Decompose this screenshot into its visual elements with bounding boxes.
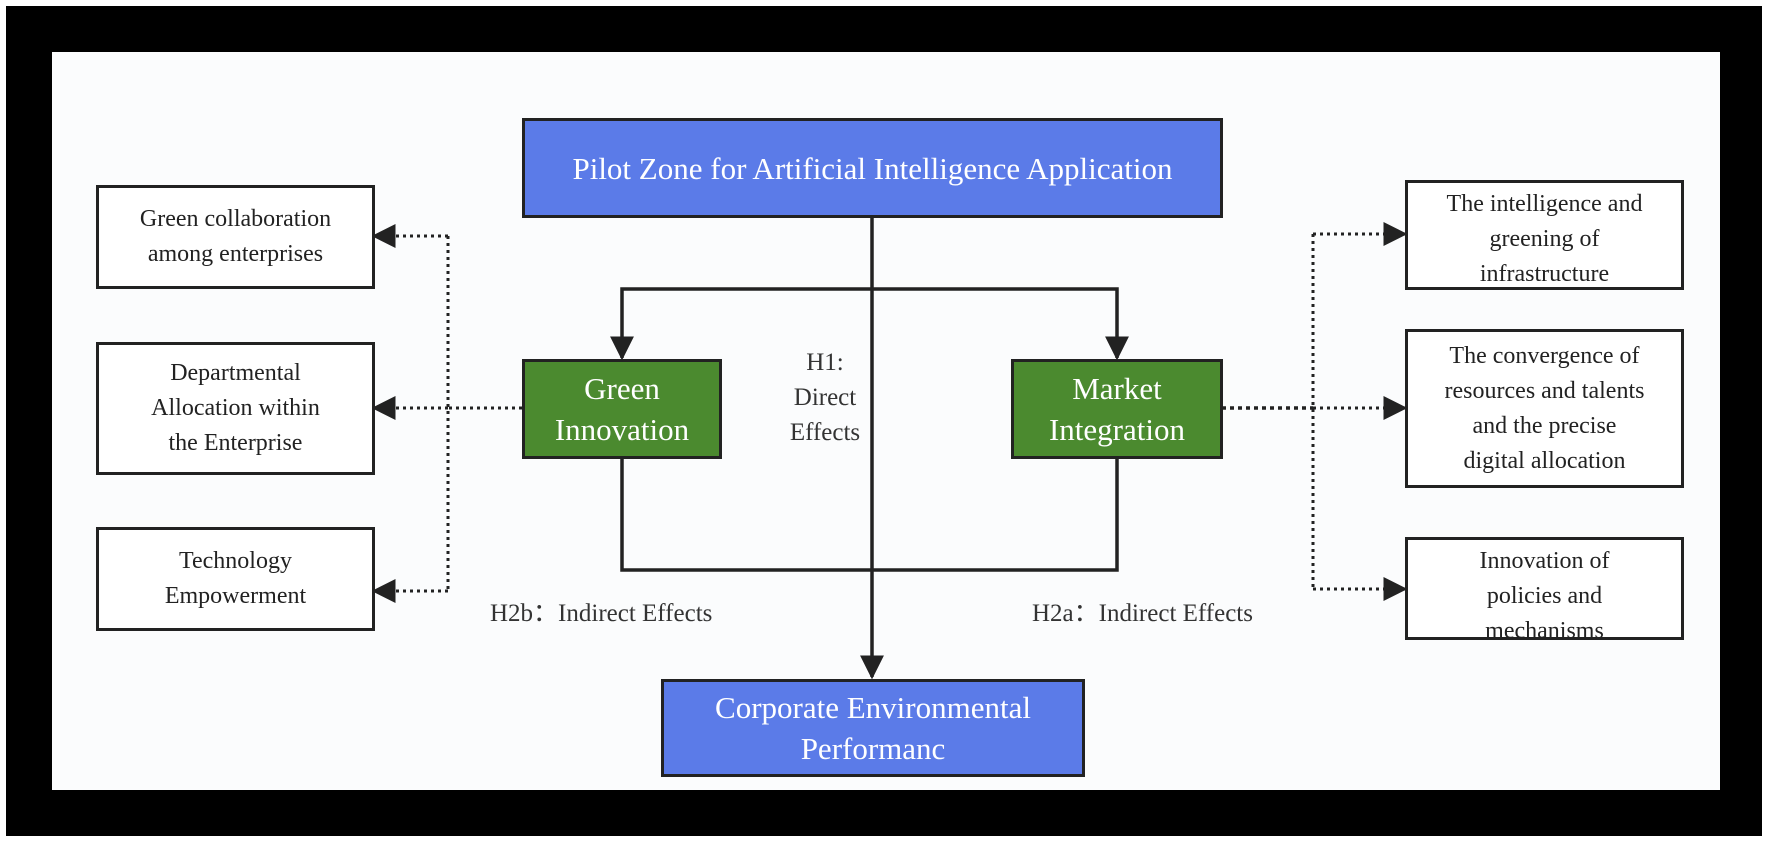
branch-to-green-innovation	[610, 287, 872, 361]
right-channel-infrastructure: The intelligence and greening of infrast…	[1405, 180, 1684, 290]
right-channel-resources-talents: The convergence of resources and talents…	[1405, 329, 1684, 488]
green-innovation-node: Green Innovation	[522, 359, 722, 459]
pilot-zone-node: Pilot Zone for Artificial Intelligence A…	[522, 118, 1223, 218]
left-channel-departmental-allocation: Departmental Allocation within the Enter…	[96, 342, 375, 475]
right-channel-policies-mechanisms: Innovation of policies and mechanisms	[1405, 537, 1684, 640]
left-channel-technology-empowerment: Technology Empowerment	[96, 527, 375, 631]
h1-direct-effects-label: H1: Direct Effects	[789, 349, 861, 446]
environmental-performance-node: Corporate Environmental Performanc	[661, 679, 1085, 777]
branch-to-market-integration	[872, 287, 1129, 361]
market-integration-node: Market Integration	[1011, 359, 1223, 459]
h2a-indirect-effects-label: H2a：Indirect Effects	[1032, 600, 1253, 627]
left-channel-green-collaboration: Green collaboration among enterprises	[96, 185, 375, 289]
mediators-join-line	[620, 459, 1119, 572]
h2b-indirect-effects-label: H2b：Indirect Effects	[490, 600, 713, 627]
